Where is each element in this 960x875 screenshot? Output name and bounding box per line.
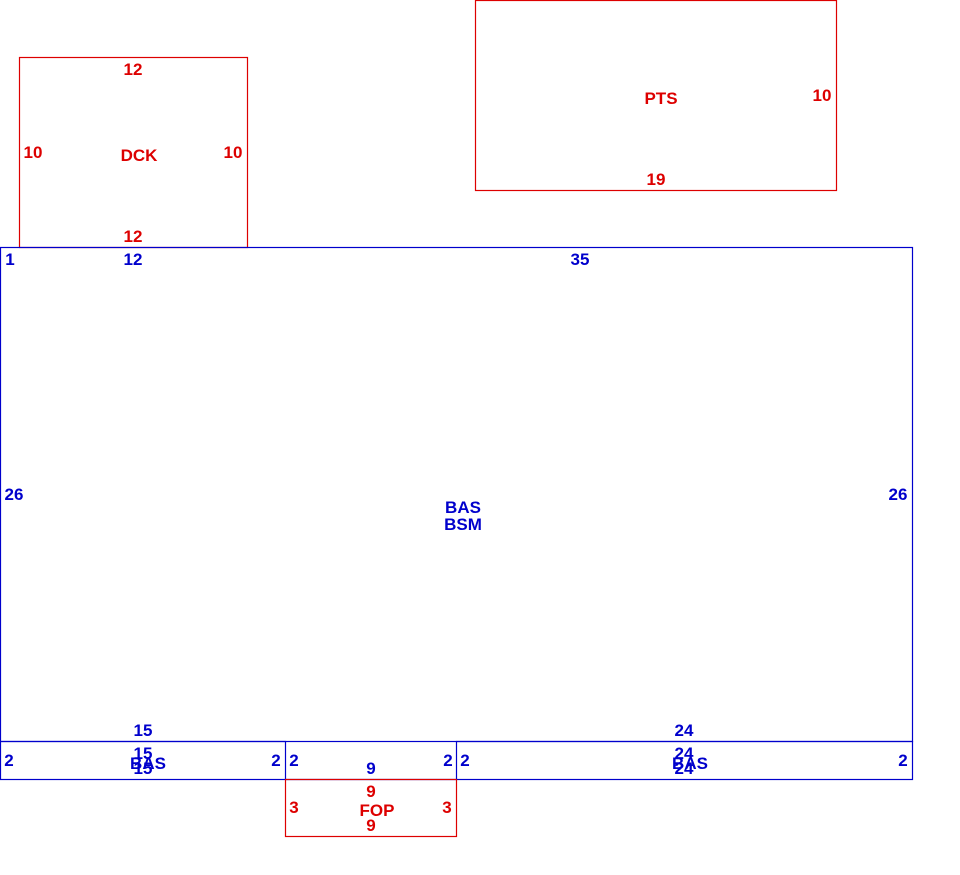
bas-right-left-dimension: 2 [460, 751, 469, 770]
bas-right-area: 24 24 BAS 2 2 [455, 740, 914, 781]
pts-area-label: PTS [644, 89, 677, 108]
bas-right-right-dimension: 2 [898, 751, 907, 770]
main-bottom-left-dimension: 15 [134, 721, 153, 740]
dck-area: 12 10 DCK 10 12 [18, 56, 249, 249]
notch-left-dimension: 2 [289, 751, 298, 770]
main-top-dimension: 35 [571, 250, 590, 269]
fop-right-dimension: 3 [442, 798, 451, 817]
main-area-label-bas: BAS [445, 498, 481, 517]
fop-bottom-dimension: 9 [366, 816, 375, 835]
bas-right-top-dimension: 24 [675, 744, 694, 763]
notch-right-dimension: 2 [443, 751, 452, 770]
fop-left-dimension: 3 [289, 798, 298, 817]
main-outline [0, 246, 914, 743]
main-top-left-dimension: 12 [124, 250, 143, 269]
fop-top-dimension: 9 [366, 782, 375, 801]
pts-bottom-dimension: 19 [647, 170, 666, 189]
fop-area-label: FOP [360, 801, 395, 820]
fop-outline [284, 778, 458, 838]
main-area: 1 12 35 26 26 BAS BSM 15 24 [0, 246, 914, 743]
fop-area: 9 3 FOP 3 9 [284, 778, 458, 838]
bas-left-area-label: BAS [130, 754, 166, 773]
bas-right-bottom-dimension: 24 [675, 759, 694, 778]
bas-left-left-dimension: 2 [4, 751, 13, 770]
bas-left-right-dimension: 2 [271, 751, 280, 770]
main-bottom-right-dimension: 24 [675, 721, 694, 740]
dck-left-dimension: 10 [24, 143, 43, 162]
main-corner-number: 1 [5, 250, 14, 269]
dck-top-dimension: 12 [124, 60, 143, 79]
dck-right-dimension: 10 [224, 143, 243, 162]
bas-left-outline [0, 740, 287, 781]
bas-left-area: 15 15 BAS 2 2 [0, 740, 287, 781]
notch-area: 2 9 2 [285, 751, 457, 781]
bas-right-outline [455, 740, 914, 781]
main-area-label-bsm: BSM [444, 515, 482, 534]
bas-right-area-label: BAS [672, 754, 708, 773]
dck-area-label: DCK [121, 146, 159, 165]
pts-outline [474, 0, 838, 192]
dck-bottom-dimension: 12 [124, 227, 143, 246]
main-left-dimension: 26 [5, 485, 24, 504]
notch-top-dimension: 9 [366, 759, 375, 778]
pts-right-dimension: 10 [813, 86, 832, 105]
main-right-dimension: 26 [889, 485, 908, 504]
bas-left-bottom-dimension: 15 [134, 759, 153, 778]
bas-left-top-dimension: 15 [134, 744, 153, 763]
pts-area: PTS 10 19 [474, 0, 838, 192]
